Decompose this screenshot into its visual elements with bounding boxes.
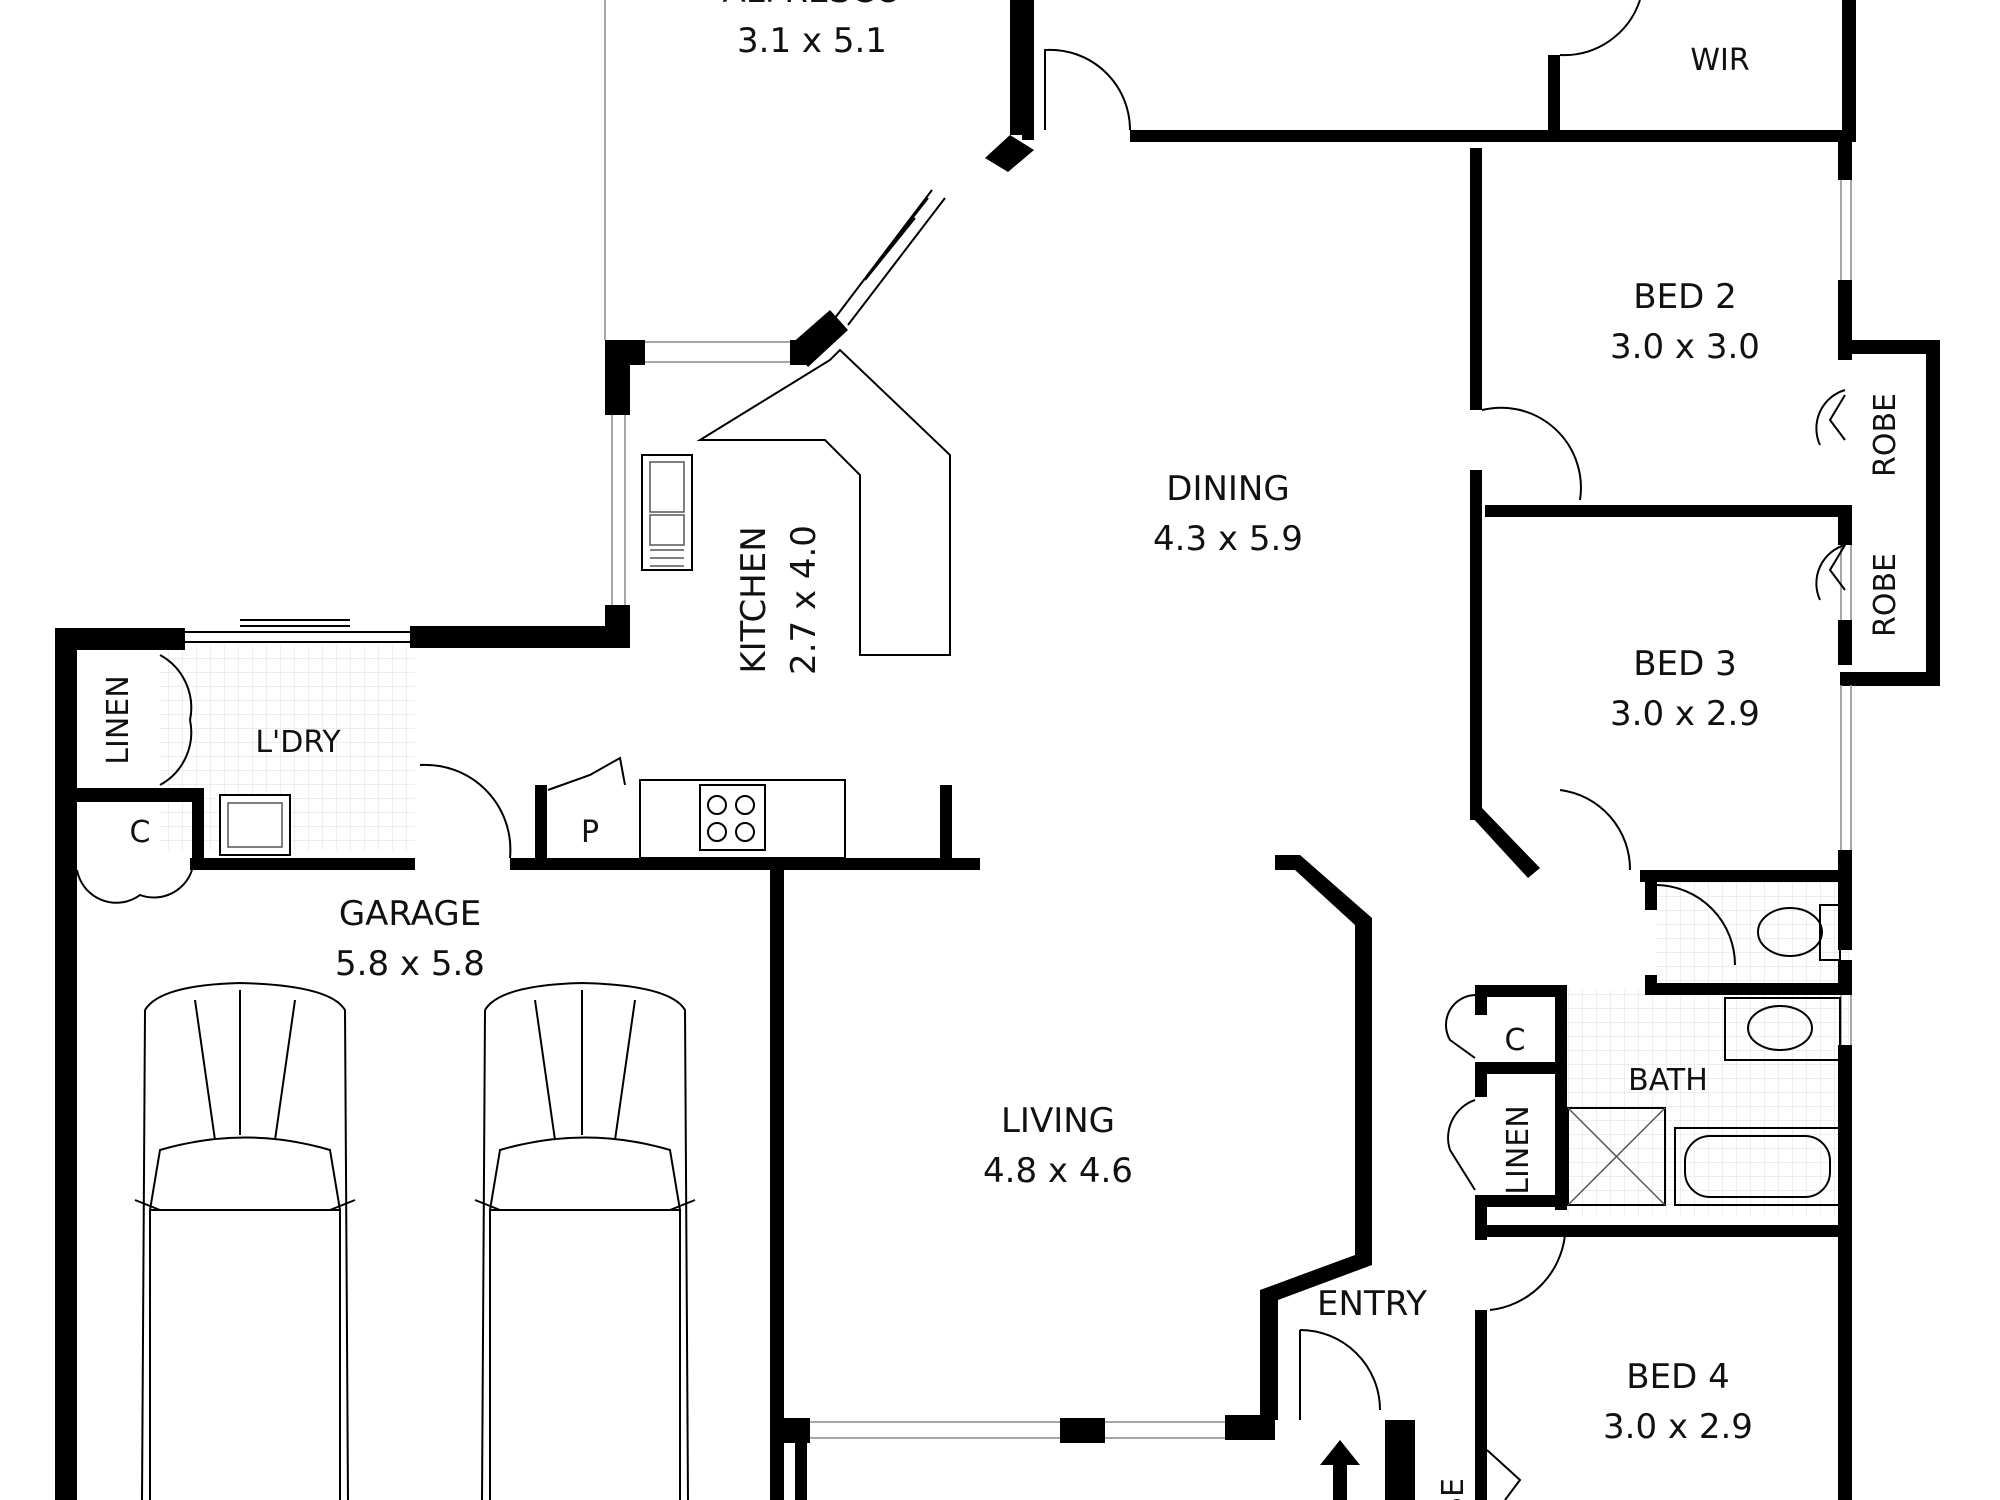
living-name: LIVING: [1001, 1101, 1115, 1141]
pantry-name: P: [581, 815, 599, 850]
dining-dims: 4.3 x 5.9: [1153, 519, 1303, 559]
bed3-dims: 3.0 x 2.9: [1610, 694, 1760, 734]
bed4-name: BED 4: [1626, 1357, 1729, 1397]
robe-bed4-name: ROBE: [1436, 1478, 1471, 1500]
kitchen-dims: 2.7 x 4.0: [784, 525, 824, 675]
entry-arrow-icon: [1320, 1440, 1360, 1500]
room-labels: ALFRESCO 3.1 x 5.1 WIR BED 2 3.0 x 3.0 R…: [101, 0, 1903, 1500]
dining-name: DINING: [1166, 469, 1289, 509]
entry-name: ENTRY: [1317, 1284, 1427, 1324]
linen-hall-name: LINEN: [1501, 1105, 1536, 1194]
sliding-door-laundry: [185, 619, 410, 643]
door-swings: [76, 0, 1846, 1500]
garage-name: GARAGE: [339, 894, 481, 934]
alfresco-dims: 3.1 x 5.1: [737, 21, 887, 61]
toilet-tile-floor: [1655, 880, 1850, 985]
toilet: [1757, 904, 1841, 961]
alfresco-name: ALFRESCO: [723, 0, 902, 11]
robe-bed2-name: ROBE: [1868, 393, 1903, 477]
bed3-name: BED 3: [1633, 644, 1736, 684]
windows: [604, 0, 1852, 1439]
kitchen-name: KITCHEN: [734, 526, 774, 673]
bed4-dims: 3.0 x 2.9: [1603, 1407, 1753, 1447]
sliding-door-alfresco: [834, 189, 946, 326]
bed2-name: BED 2: [1633, 277, 1736, 317]
walls: [55, 0, 1940, 1500]
robe-bed3-name: ROBE: [1868, 553, 1903, 637]
cupboard-hall-name: C: [1505, 1023, 1526, 1058]
laundry-tub: [219, 794, 291, 856]
car-left: [134, 981, 356, 1500]
wir-name: WIR: [1690, 43, 1749, 78]
linen-laundry-name: LINEN: [101, 675, 136, 764]
living-dims: 4.8 x 4.6: [983, 1151, 1133, 1191]
bed2-dims: 3.0 x 3.0: [1610, 327, 1760, 367]
cupboard-laundry-name: C: [130, 815, 151, 850]
vanity-basin: [1724, 997, 1841, 1061]
bath-name: BATH: [1628, 1063, 1708, 1098]
laundry-name: L'DRY: [255, 725, 341, 760]
bath-tile-floor: [1565, 990, 1850, 1215]
car-right: [474, 981, 696, 1500]
garage-dims: 5.8 x 5.8: [335, 944, 485, 984]
shower: [1567, 1107, 1666, 1206]
bathtub: [1674, 1127, 1841, 1206]
kitchen-bench: [639, 348, 951, 859]
